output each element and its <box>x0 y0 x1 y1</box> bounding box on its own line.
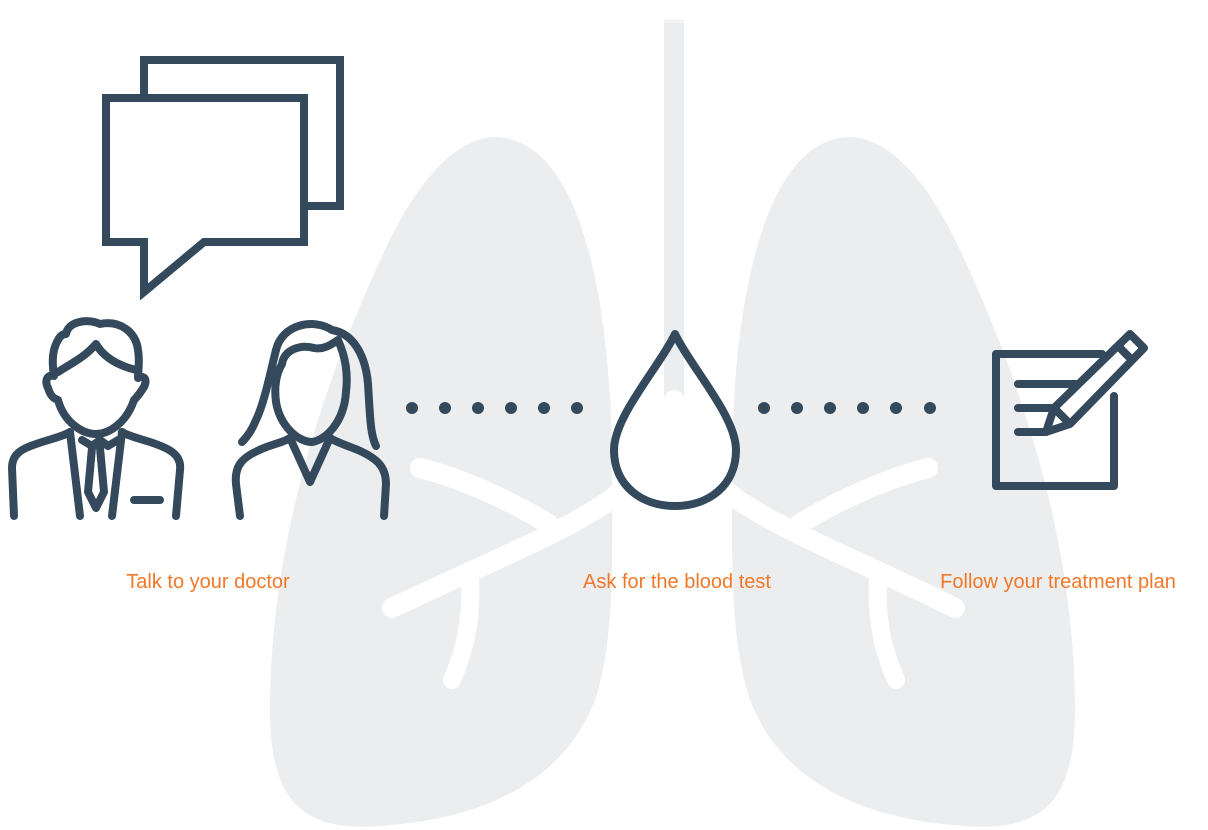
doctor-and-patient-icon <box>8 314 392 524</box>
step-label-treatment: Follow your treatment plan <box>908 568 1208 596</box>
speech-bubbles-icon <box>100 52 350 300</box>
dotted-connector-right <box>752 396 944 420</box>
dotted-connector-left <box>400 396 590 420</box>
step-label-talk: Talk to your doctor <box>100 568 316 596</box>
blood-drop-icon <box>608 326 742 512</box>
step-label-blood-test: Ask for the blood test <box>548 568 806 596</box>
notepad-with-pencil-icon <box>990 330 1150 492</box>
